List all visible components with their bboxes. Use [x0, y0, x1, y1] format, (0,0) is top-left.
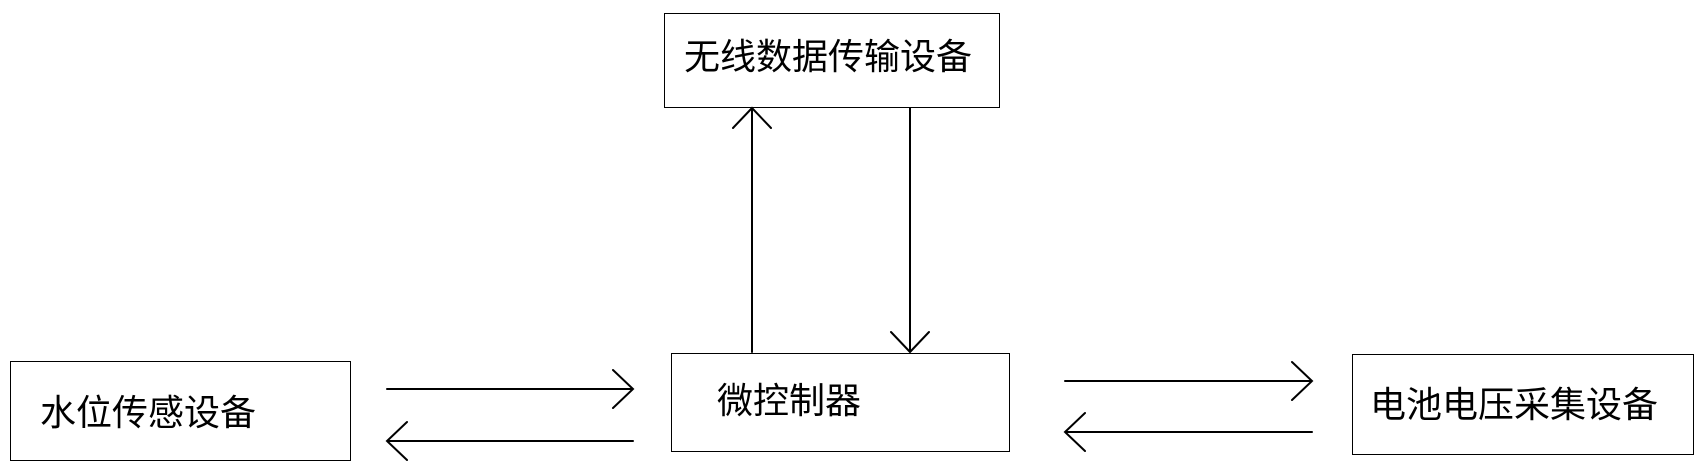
arrow-mcu-to-battery	[1064, 361, 1314, 401]
water-level-sensor-box	[10, 361, 351, 461]
battery-voltage-box	[1352, 354, 1694, 455]
wireless-transmission-box	[664, 13, 1000, 108]
wireless-transmission-label: 无线数据传输设备	[684, 37, 973, 78]
arrow-battery-to-mcu	[1063, 412, 1313, 452]
arrow-mcu-to-wireless	[732, 106, 772, 353]
arrow-mcu-to-sensor	[385, 421, 634, 461]
microcontroller-label: 微控制器	[717, 381, 862, 422]
water-level-sensor-label: 水位传感设备	[40, 393, 257, 434]
microcontroller-box	[671, 353, 1010, 452]
battery-voltage-label: 电池电压采集设备	[1370, 385, 1659, 426]
arrow-sensor-to-mcu	[386, 369, 635, 409]
arrow-wireless-to-mcu	[890, 107, 930, 354]
